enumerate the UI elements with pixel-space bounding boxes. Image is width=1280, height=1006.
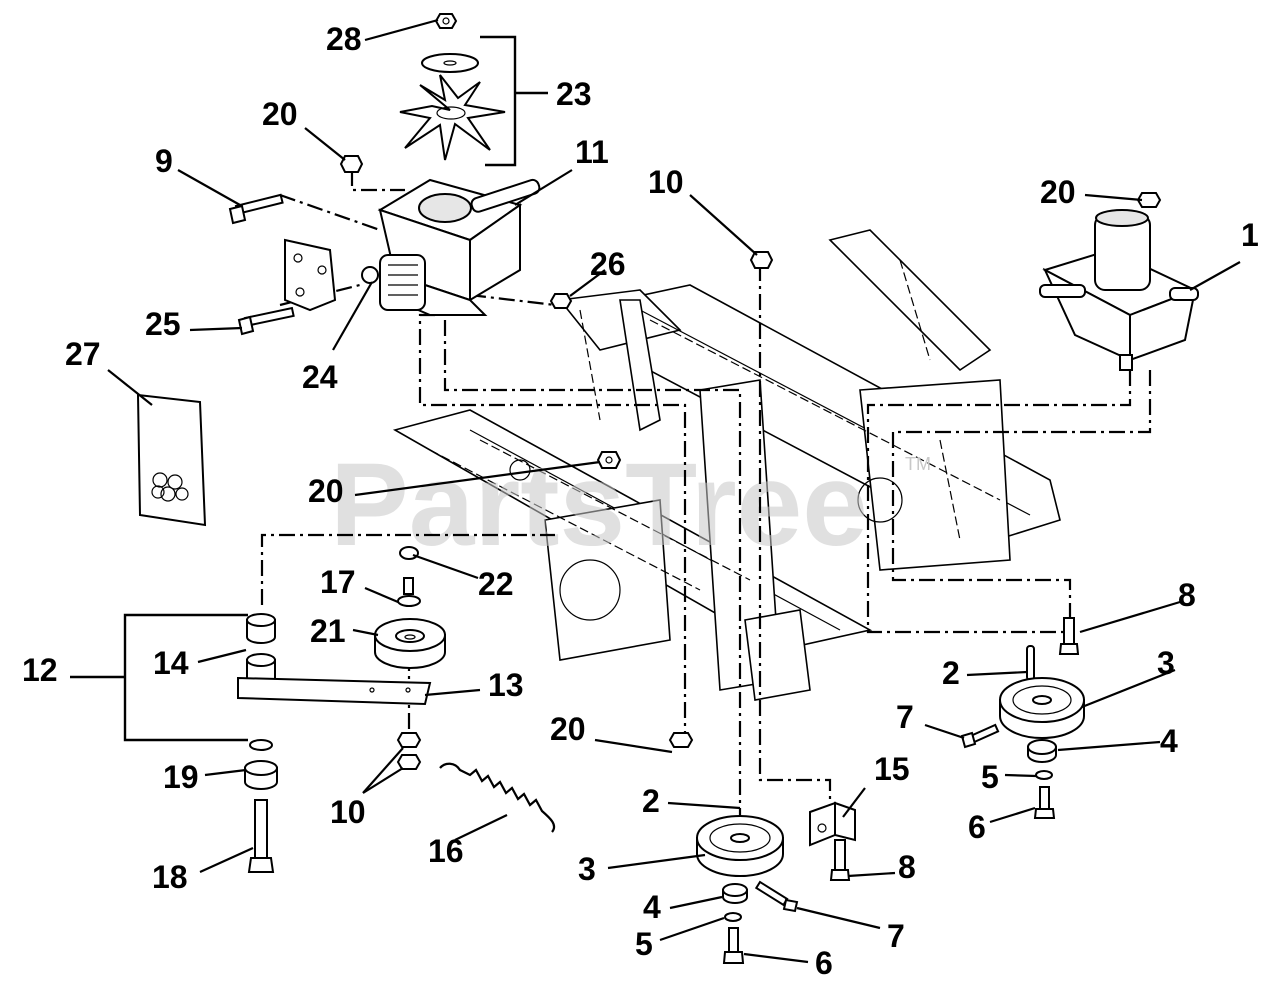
watermark-trademark: TM (905, 454, 931, 474)
callout-17: 17 (320, 564, 356, 600)
hex-nuts-10-lower (396, 732, 422, 770)
callout-20-lower: 20 (550, 711, 586, 747)
chassis-frame (392, 229, 1061, 701)
callout-4-lower: 4 (643, 889, 661, 925)
callout-1: 1 (1241, 217, 1259, 253)
callout-24: 24 (302, 359, 338, 395)
callout-21: 21 (310, 613, 346, 649)
callout-7-right: 7 (896, 699, 914, 735)
spacer-19 (244, 739, 278, 790)
callout-8-lower: 8 (898, 849, 916, 885)
callout-11: 11 (575, 134, 609, 170)
hex-nut-20-lower (668, 732, 694, 748)
bolt-6-lower (722, 927, 745, 964)
callout-10-lower: 10 (330, 794, 366, 830)
callout-4-right: 4 (1160, 723, 1178, 759)
mount-bracket (284, 238, 337, 312)
callout-7-lower: 7 (887, 918, 905, 954)
callout-2-lower: 2 (642, 783, 660, 819)
callout-20-center: 20 (308, 473, 344, 509)
callout-5-lower: 5 (635, 926, 653, 962)
group-bracket-23 (480, 35, 517, 167)
hex-nut-10-upper (749, 251, 774, 269)
lock-washer-right (1035, 770, 1053, 780)
callout-20-upper-left: 20 (262, 96, 298, 132)
callout-26: 26 (590, 246, 626, 282)
hex-nut-20-center (596, 451, 622, 469)
key-right (1026, 645, 1035, 681)
bolt-25 (237, 306, 295, 336)
set-screw-right (960, 723, 1000, 749)
callout-3-right: 3 (1157, 645, 1175, 681)
idler-pulley (374, 618, 446, 669)
callout-10-upper: 10 (648, 164, 684, 200)
callout-27: 27 (65, 336, 101, 372)
callout-12: 12 (22, 652, 58, 688)
fan-nut (434, 13, 458, 29)
callout-5-right: 5 (981, 759, 999, 795)
callout-22: 22 (478, 566, 514, 602)
dust-cap (399, 546, 419, 560)
leader-lines (107, 18, 1241, 964)
washer-17 (397, 577, 421, 607)
callout-labels: 28 23 20 9 11 10 20 1 26 25 24 27 20 22 … (22, 21, 1259, 981)
hex-nut-upper-left (339, 155, 364, 173)
callout-14: 14 (153, 645, 189, 681)
bolt-18 (247, 799, 275, 873)
bolt-8-lower (829, 839, 851, 881)
assembly-guide-lines (260, 170, 1152, 850)
hex-nut-26 (549, 293, 573, 309)
bolt-6-right (1033, 786, 1056, 819)
drive-pulley-right (999, 677, 1085, 739)
callout-13: 13 (488, 667, 524, 703)
drive-pulley-lower (696, 815, 784, 877)
callout-19: 19 (163, 759, 199, 795)
callout-3-lower: 3 (578, 851, 596, 887)
callout-23: 23 (556, 76, 592, 112)
callout-6-right: 6 (968, 809, 986, 845)
tension-spring (439, 762, 556, 833)
callout-2-right: 2 (942, 655, 960, 691)
bracket-15 (809, 801, 856, 847)
callout-18: 18 (152, 859, 188, 895)
right-transaxle (1039, 192, 1199, 371)
callout-20-upper-right: 20 (1040, 174, 1076, 210)
bolt-8-right (1058, 617, 1080, 655)
left-transaxle (361, 178, 541, 316)
callout-6-lower: 6 (815, 945, 833, 981)
callout-8-right: 8 (1178, 577, 1196, 613)
decal-sheet (136, 393, 207, 527)
callout-15: 15 (874, 751, 910, 787)
lock-washer-lower (724, 912, 742, 922)
set-screw-lower (754, 880, 799, 913)
hub-lower (722, 883, 748, 904)
watermark: PartsTree TM (330, 439, 931, 571)
callout-28: 28 (326, 21, 362, 57)
callout-25: 25 (145, 306, 181, 342)
idler-arm (237, 653, 432, 706)
callout-9: 9 (155, 143, 173, 179)
bolt-9 (228, 193, 284, 225)
bushing-14 (246, 613, 276, 644)
callout-16: 16 (428, 833, 464, 869)
hub-right (1027, 739, 1057, 763)
cooling-fan (399, 53, 506, 161)
